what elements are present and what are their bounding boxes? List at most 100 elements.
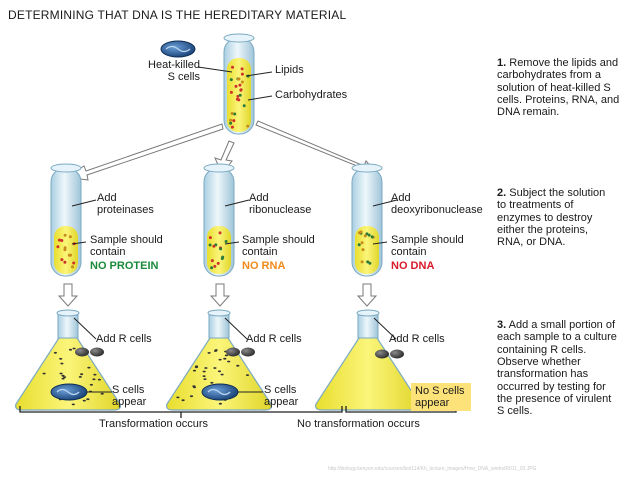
molecule-dot bbox=[242, 104, 246, 108]
culture-flask-1 bbox=[15, 309, 121, 411]
step-3: 3. Add a small portion of each sample to… bbox=[497, 319, 621, 418]
no-s-cells-callout: No S cells appear bbox=[411, 383, 471, 412]
molecule-dot bbox=[224, 240, 228, 243]
molecule-dot bbox=[63, 246, 67, 250]
molecule-dot bbox=[368, 261, 372, 265]
r-cell-dot bbox=[203, 378, 207, 380]
r-cell-dot bbox=[214, 349, 218, 351]
add-r-cells-label-2: Add R cells bbox=[246, 333, 302, 345]
r-cell-dot bbox=[89, 383, 93, 386]
molecule-dot bbox=[210, 259, 214, 263]
add-r-cells-label-1: Add R cells bbox=[96, 333, 152, 345]
enzyme-label-deoxyribonuclease: Add deoxyribonuclease bbox=[391, 192, 483, 216]
r-cell-dot bbox=[204, 367, 208, 369]
add-r-cells-label-3: Add R cells bbox=[389, 333, 445, 345]
molecule-dot bbox=[219, 247, 223, 251]
molecule-dot bbox=[229, 121, 233, 125]
step-1-text: Remove the lipids and carbohydrates from… bbox=[497, 57, 620, 119]
lipids-label: Lipids bbox=[275, 64, 304, 76]
r-cell-dot bbox=[59, 357, 63, 360]
molecule-dot bbox=[210, 266, 214, 270]
molecule-dot bbox=[229, 118, 233, 122]
molecule-dot bbox=[213, 264, 217, 268]
molecule-dot bbox=[365, 232, 369, 236]
molecule-dot bbox=[69, 253, 72, 257]
r-cell-dot bbox=[224, 354, 228, 357]
step-2-text: Subject the solution to treatments of en… bbox=[497, 187, 606, 249]
r-cell-dot bbox=[223, 357, 227, 360]
result-no-protein: NO PROTEIN bbox=[90, 260, 159, 272]
molecule-dot bbox=[360, 260, 364, 264]
r-cell-dot bbox=[87, 366, 91, 369]
molecule-dot bbox=[56, 245, 60, 249]
r-cell-dot bbox=[245, 374, 250, 376]
molecule-dot bbox=[240, 80, 244, 84]
r-cell-dot bbox=[189, 395, 194, 398]
step-3-text: Add a small portion of each sample to a … bbox=[497, 319, 617, 418]
r-cell-dot bbox=[210, 381, 214, 384]
enzyme-test-tube-1 bbox=[50, 163, 97, 277]
molecule-dot bbox=[232, 119, 236, 123]
down-arrows bbox=[57, 283, 378, 307]
molecule-dot bbox=[229, 90, 233, 94]
molecule-dot bbox=[63, 260, 67, 264]
molecule-dot bbox=[60, 258, 64, 262]
r-cell-dot bbox=[86, 398, 90, 401]
r-cell-dot bbox=[97, 378, 101, 381]
molecule-dot bbox=[72, 261, 76, 265]
step-2: 2. Subject the solution to treatments of… bbox=[497, 187, 617, 249]
no-transformation-label: No transformation occurs bbox=[297, 418, 420, 430]
molecule-dot bbox=[71, 265, 74, 269]
molecule-dot bbox=[370, 235, 374, 239]
molecule-dot bbox=[68, 235, 72, 239]
molecule-dot bbox=[231, 65, 234, 69]
molecule-dot bbox=[233, 112, 237, 116]
top-tube-pointers bbox=[197, 66, 273, 101]
r-cell-dot bbox=[60, 362, 64, 365]
s-cell-icon bbox=[50, 383, 88, 401]
molecule-dot bbox=[367, 233, 371, 237]
r-cell-dot bbox=[202, 375, 206, 377]
culture-flask-3 bbox=[315, 309, 421, 411]
enzyme-label-proteinases: Add proteinases bbox=[97, 192, 154, 216]
molecule-dot bbox=[60, 239, 64, 242]
culture-flask-2 bbox=[166, 309, 272, 411]
r-cells-icon bbox=[75, 347, 104, 357]
sample-label-2: Sample should contain bbox=[242, 234, 315, 258]
step-1-number: 1. bbox=[497, 57, 507, 69]
molecule-dot bbox=[357, 243, 361, 247]
heat-killed-label: Heat-killed S cells bbox=[148, 59, 200, 83]
s-cells-appear-label-2: S cells appear bbox=[264, 384, 299, 408]
molecule-dot bbox=[234, 84, 238, 88]
molecule-dot bbox=[208, 236, 212, 240]
r-cell-dot bbox=[93, 373, 97, 376]
molecule-dot bbox=[212, 244, 216, 248]
r-cell-dot bbox=[213, 367, 217, 369]
molecule-dot bbox=[57, 238, 61, 242]
r-cell-dot bbox=[61, 374, 65, 377]
molecule-dot bbox=[239, 88, 243, 92]
molecule-dot bbox=[216, 261, 220, 265]
r-cell-dot bbox=[202, 370, 206, 373]
sample-label-1: Sample should contain bbox=[90, 234, 163, 258]
transformation-occurs-label: Transformation occurs bbox=[99, 418, 209, 430]
step-1: 1. Remove the lipids and carbohydrates f… bbox=[497, 57, 637, 119]
source-url: http://biology.kenyon.edu/courses/biol11… bbox=[328, 466, 537, 472]
page-title: DETERMINING THAT DNA IS THE HEREDITARY M… bbox=[8, 8, 347, 22]
r-cell-dot bbox=[63, 376, 67, 378]
r-cells-icon bbox=[226, 347, 255, 357]
r-cell-dot bbox=[176, 396, 180, 399]
r-cell-dot bbox=[59, 372, 63, 375]
r-cell-dot bbox=[92, 378, 96, 381]
step-2-number: 2. bbox=[497, 187, 507, 199]
r-cell-dot bbox=[236, 364, 240, 367]
r-cell-dot bbox=[218, 358, 222, 361]
s-cell-icon bbox=[201, 383, 239, 401]
molecule-dot bbox=[230, 125, 234, 129]
r-cell-dot bbox=[42, 372, 46, 375]
r-cell-dot bbox=[68, 348, 73, 351]
r-cell-dot bbox=[82, 399, 86, 402]
molecule-dot bbox=[229, 78, 233, 82]
molecule-dot bbox=[361, 248, 365, 252]
